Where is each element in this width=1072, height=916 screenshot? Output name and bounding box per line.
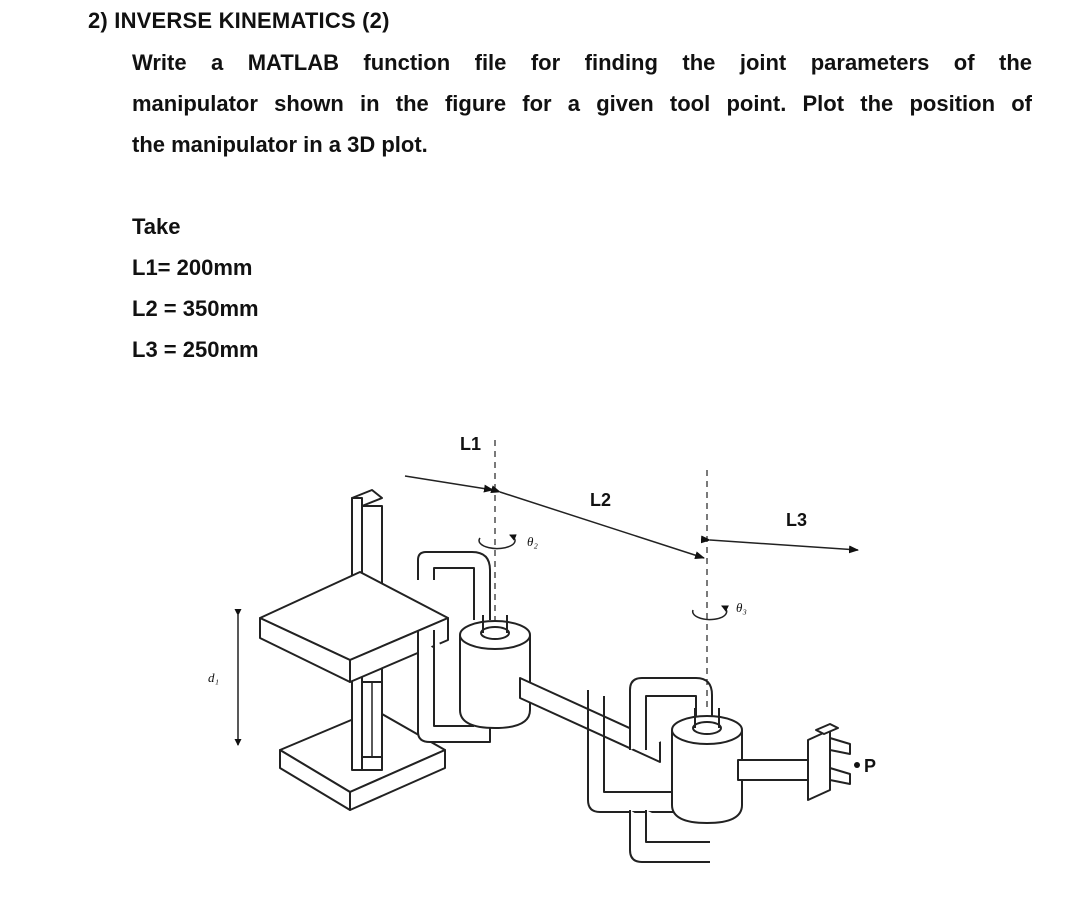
link-2-bracket xyxy=(629,677,713,863)
link-2-arm xyxy=(519,677,690,813)
l3-dimension-line xyxy=(700,535,859,554)
given-values: Take L1= 200mm L2 = 350mm L3 = 250mm xyxy=(132,206,259,370)
sliding-table xyxy=(259,571,449,683)
theta3-rotation-arrow xyxy=(691,605,729,621)
tool-point-dot xyxy=(854,762,860,768)
end-effector-gripper xyxy=(807,723,851,801)
theta2-rotation-arrow xyxy=(478,534,517,550)
take-label: Take xyxy=(132,214,181,239)
question-line-1: Write a MATLAB function file for finding… xyxy=(132,50,1032,75)
l3-label: L3 xyxy=(786,510,807,530)
question-line-3: the manipulator in a 3D plot. xyxy=(132,132,428,157)
l2-value: L2 = 350mm xyxy=(132,296,259,321)
l2-label: L2 xyxy=(590,490,611,510)
tool-point-label: P xyxy=(864,756,876,776)
manipulator-figure: d₁ θ₂ θ₃ L1 L2 L3 P xyxy=(190,420,910,900)
theta3-label: θ₃ xyxy=(736,600,747,615)
l1-value: L1= 200mm xyxy=(132,255,253,280)
link-3-arm xyxy=(737,759,809,781)
joint-3-cylinder xyxy=(671,708,743,824)
question-text: Write a MATLAB function file for finding… xyxy=(132,42,1032,165)
manipulator-drawing: d₁ θ₂ θ₃ L1 L2 L3 P xyxy=(208,434,876,863)
l2-dimension-line xyxy=(490,485,705,560)
l1-dimension-line xyxy=(404,475,494,493)
question-line-2: manipulator shown in the figure for a gi… xyxy=(132,91,1032,116)
l1-label: L1 xyxy=(460,434,481,454)
joint-2-cylinder xyxy=(459,615,531,729)
l3-value: L3 = 250mm xyxy=(132,337,259,362)
d1-label: d₁ xyxy=(208,670,219,685)
theta2-label: θ₂ xyxy=(527,534,538,549)
question-heading: 2) INVERSE KINEMATICS (2) xyxy=(88,8,390,33)
